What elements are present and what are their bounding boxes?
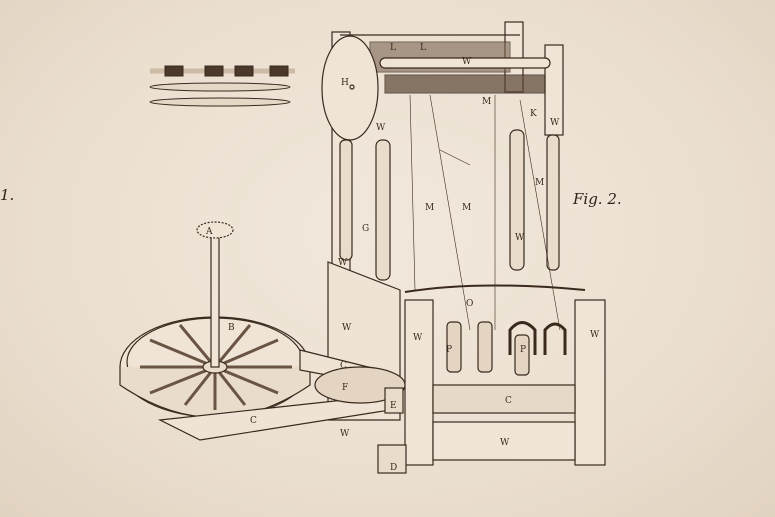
svg-text:W: W: [340, 429, 350, 439]
spindles: [446, 321, 567, 376]
svg-text:C: C: [250, 416, 257, 426]
svg-text:W: W: [342, 323, 352, 333]
svg-text:D: D: [390, 463, 397, 473]
svg-text:O: O: [466, 299, 473, 309]
svg-text:P: P: [446, 345, 452, 355]
svg-text:H: H: [341, 78, 349, 88]
pillars: [339, 129, 560, 281]
svg-text:M: M: [425, 203, 434, 213]
part-labels: A B C C C D E F G H K L L M M M M O P P …: [205, 43, 600, 473]
svg-text:W: W: [413, 333, 423, 343]
svg-text:L: L: [390, 43, 396, 53]
threads: [409, 94, 561, 331]
svg-text:P: P: [520, 345, 526, 355]
svg-text:F: F: [342, 383, 348, 393]
svg-text:C: C: [340, 361, 347, 371]
drive-wheel: [119, 221, 406, 441]
upper-frame: [321, 21, 564, 273]
svg-text:W: W: [376, 123, 386, 133]
svg-text:M: M: [462, 203, 471, 213]
svg-text:K: K: [530, 109, 537, 119]
bobbin-detail: [149, 65, 295, 107]
svg-text:W: W: [338, 258, 348, 268]
svg-text:M: M: [482, 97, 491, 107]
svg-text:W: W: [515, 233, 525, 243]
svg-text:W: W: [462, 57, 472, 67]
svg-text:W: W: [500, 438, 510, 448]
svg-text:E: E: [390, 401, 397, 411]
svg-text:W: W: [550, 118, 560, 128]
fig-2-caption: Fig. 2.: [573, 190, 622, 208]
svg-text:C: C: [505, 396, 512, 406]
svg-text:M: M: [535, 178, 544, 188]
svg-text:A: A: [205, 227, 213, 237]
svg-text:L: L: [420, 43, 426, 53]
svg-text:W: W: [590, 330, 600, 340]
svg-text:B: B: [228, 323, 235, 333]
fig-1-caption-partial: 1.: [0, 186, 15, 204]
svg-text:G: G: [362, 224, 369, 234]
